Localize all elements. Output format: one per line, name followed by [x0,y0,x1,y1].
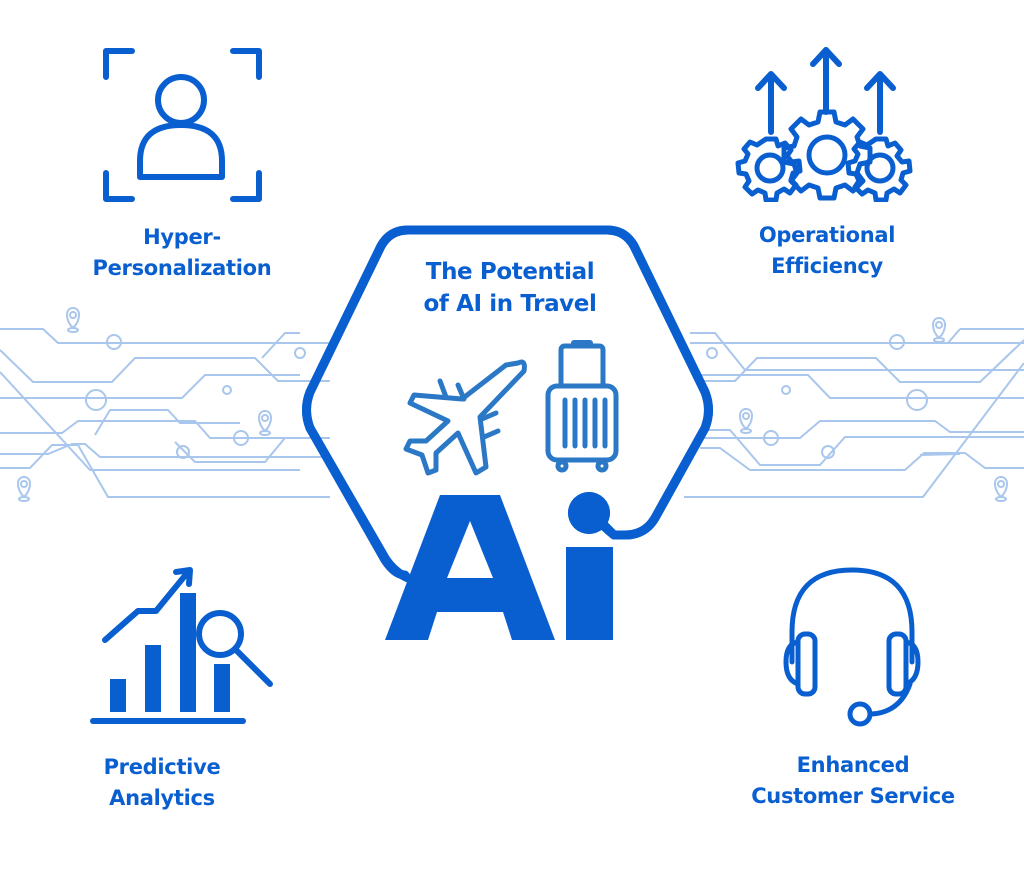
airplane-icon [403,359,527,476]
bar-chart-magnifier-icon [90,567,273,724]
luggage-icon [545,340,619,473]
letter-A [385,495,555,640]
feature-enhanced-customer-service: Enhanced Customer Service [751,753,955,808]
letter-i-stem [566,547,613,640]
headset-icon [783,567,921,727]
location-pins [17,306,1008,502]
gears [735,109,913,202]
gears-arrows-icon [735,47,913,202]
feature-predictive-analytics: Predictive Analytics [103,755,221,810]
page-title: The Potential of AI in Travel [390,256,630,320]
user-focus-icon [103,48,262,202]
title-line-2: of AI in Travel [423,291,597,317]
feature-hyper-personalization: Hyper- Personalization [92,225,272,280]
feature-operational-efficiency: Operational Efficiency [758,223,896,278]
title-line-1: The Potential [425,259,595,285]
